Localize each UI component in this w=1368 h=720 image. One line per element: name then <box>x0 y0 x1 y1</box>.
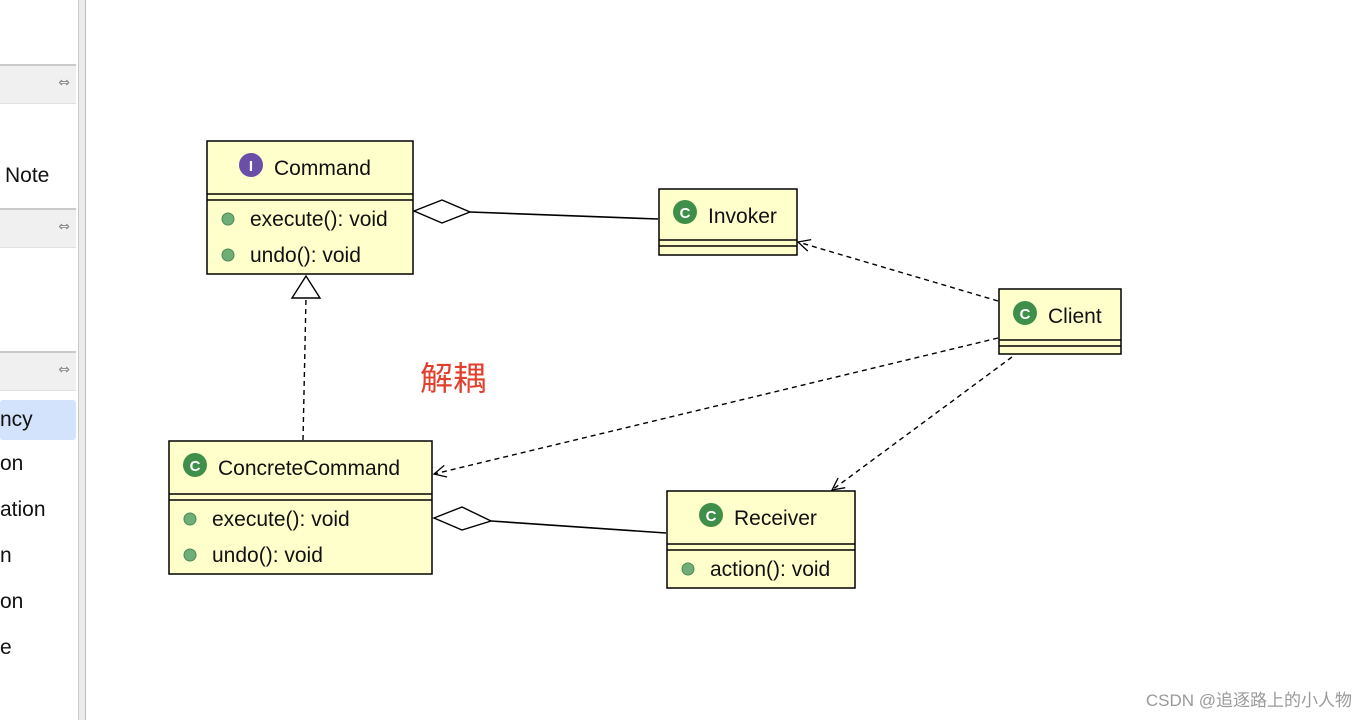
method-visibility-icon <box>681 562 695 576</box>
aggregation-invoker-command[interactable] <box>412 199 659 224</box>
class-icon-glyph: C <box>680 205 691 222</box>
class-name: ConcreteCommand <box>218 457 400 480</box>
class-name: Client <box>1048 305 1102 328</box>
method-action: action(): void <box>710 558 830 581</box>
dependency-client-invoker[interactable] <box>798 242 999 302</box>
interface-icon <box>239 153 263 177</box>
palette-drawer-header[interactable]: ⇔ <box>0 208 76 248</box>
class-icon <box>183 453 207 477</box>
palette-item-generalization[interactable]: on <box>0 590 24 613</box>
drawer-toggle-icon[interactable]: ⇔ <box>58 219 70 235</box>
palette-drawer-header[interactable]: ⇔ <box>0 64 76 104</box>
class-receiver[interactable]: C Receiver action(): void <box>666 490 856 589</box>
method-visibility-icon <box>183 512 197 526</box>
method-execute: execute(): void <box>250 208 388 231</box>
palette-item-association[interactable]: on <box>0 452 24 475</box>
dependency-client-concretecommand[interactable] <box>434 337 999 474</box>
method-undo: undo(): void <box>212 544 323 567</box>
drawer-toggle-icon[interactable]: ⇔ <box>58 75 70 91</box>
class-icon-glyph: C <box>706 508 717 525</box>
class-icon-glyph: C <box>1020 306 1031 323</box>
interface-icon-glyph: I <box>249 158 253 175</box>
palette-drawer-header[interactable]: ⇔ <box>0 351 76 391</box>
class-icon-glyph: C <box>190 458 201 475</box>
class-command[interactable]: I Command execute(): void undo(): void <box>206 140 414 275</box>
realization-concretecommand-command[interactable] <box>290 274 322 441</box>
palette-panel: ⇔ Note ⇔ ⇔ ncy on ation n on e <box>0 0 78 720</box>
method-execute: execute(): void <box>212 508 350 531</box>
dependency-client-receiver[interactable] <box>832 356 1013 490</box>
aggregation-concretecommand-receiver[interactable] <box>432 506 667 534</box>
method-visibility-icon <box>221 212 235 226</box>
method-undo: undo(): void <box>250 244 361 267</box>
annotation-decoupling: 解耦 <box>420 360 486 397</box>
palette-item-note[interactable]: Note <box>5 164 50 187</box>
watermark: CSDN @追逐路上的小人物 <box>1146 691 1352 710</box>
class-invoker[interactable]: C Invoker <box>658 188 798 256</box>
class-icon <box>699 503 723 527</box>
palette-item-composition[interactable]: n <box>0 544 12 567</box>
class-name: Command <box>274 157 371 180</box>
palette-item-aggregation[interactable]: ation <box>0 498 46 521</box>
palette-item-realize[interactable]: e <box>0 636 12 659</box>
class-concretecommand[interactable]: C ConcreteCommand execute(): void undo()… <box>168 440 433 575</box>
class-name: Receiver <box>734 507 817 530</box>
method-visibility-icon <box>221 248 235 262</box>
drawer-toggle-icon[interactable]: ⇔ <box>58 362 70 378</box>
class-name: Invoker <box>708 205 777 228</box>
method-visibility-icon <box>183 548 197 562</box>
class-client[interactable]: C Client <box>998 288 1122 355</box>
palette-item-dependency[interactable]: ncy <box>0 400 76 440</box>
palette-splitter[interactable] <box>78 0 86 720</box>
class-icon <box>1013 301 1037 325</box>
class-icon <box>673 200 697 224</box>
